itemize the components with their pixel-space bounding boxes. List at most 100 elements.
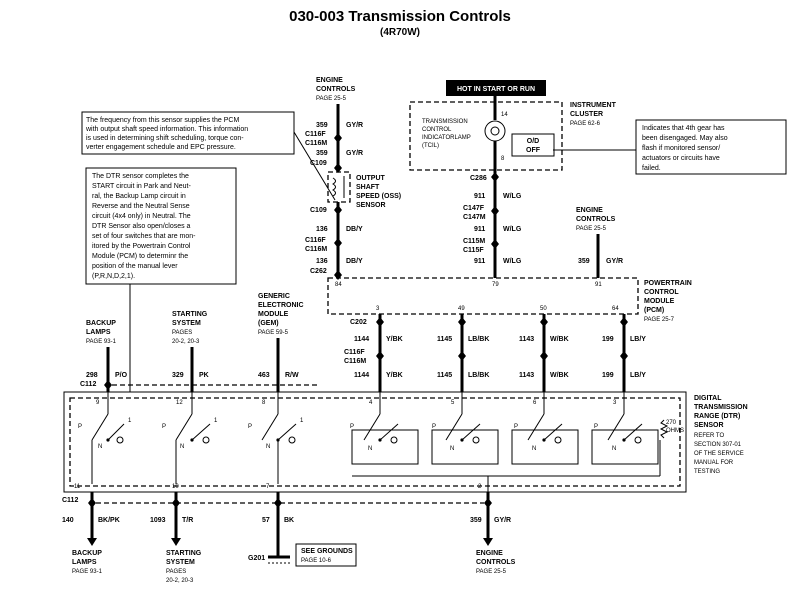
connector-label: C116M xyxy=(305,140,327,147)
engine-controls-top-page: PAGE 25-5 xyxy=(316,96,347,102)
pcm-page: PAGE 25-7 xyxy=(644,317,675,323)
dtr-note-line: position of the manual lever xyxy=(92,263,178,270)
dtr-note-line: itored by the Powertrain Control xyxy=(92,243,191,250)
connector-label: C112 xyxy=(80,381,96,388)
instrument-cluster-label: INSTRUMENT xyxy=(570,102,617,109)
dtr-note: The DTR sensor completes the START circu… xyxy=(85,167,237,392)
wire-color: W/LG xyxy=(503,258,522,265)
pcm-pin: 50 xyxy=(540,306,547,312)
oss-note: The frequency from this sensor supplies … xyxy=(81,111,336,201)
dtr-note-line: ral, the Backup Lamp circuit in xyxy=(92,193,186,200)
connector-label: C262 xyxy=(310,268,327,275)
od-note: Indicates that 4th gear has been disenga… xyxy=(553,119,787,175)
dtr-pin: 11 xyxy=(74,484,81,490)
svg-text:P: P xyxy=(594,424,598,430)
arrow-down-icon xyxy=(483,538,493,546)
wire-color: Y/BK xyxy=(386,336,403,343)
svg-text:P: P xyxy=(78,424,82,430)
wire-number: 1145 xyxy=(437,336,452,343)
dtr-pin: 5 xyxy=(451,400,455,406)
tcil-label: TRANSMISSION xyxy=(422,119,468,125)
pin-14: 14 xyxy=(501,112,508,118)
wire-number: 911 xyxy=(474,193,485,200)
gem-page: PAGE 59-5 xyxy=(258,330,289,336)
svg-text:N: N xyxy=(612,446,616,452)
pcm-pin: 84 xyxy=(335,282,342,288)
wire-color: P/O xyxy=(115,372,128,379)
od-off-text: O/D xyxy=(527,138,539,145)
oss-label: SHAFT xyxy=(356,184,380,191)
backup-lamps-bottom-label: LAMPS xyxy=(72,559,97,566)
dtr-note-line: set of four switches that are mon- xyxy=(92,233,196,240)
engine-controls-mid-page: PAGE 25-5 xyxy=(576,226,607,232)
dtr-pin: 7 xyxy=(266,484,270,490)
instrument-cluster-label: CLUSTER xyxy=(570,111,603,118)
wire-color: R/W xyxy=(285,372,299,379)
dtr-label: MANUAL FOR xyxy=(694,460,734,466)
dtr-label: OF THE SERVICE xyxy=(694,451,744,457)
connector-label: C286 xyxy=(470,175,487,182)
dtr-pin: 8 xyxy=(262,400,266,406)
oss-label: SENSOR xyxy=(356,202,386,209)
oss-note-leader xyxy=(293,131,336,201)
oss-note-line: The frequency from this sensor supplies … xyxy=(86,117,239,124)
see-grounds-page: PAGE 10-6 xyxy=(301,558,332,564)
od-note-line: been disengaged. May also xyxy=(642,135,728,142)
dtr-switch-backup: P N 1 xyxy=(78,392,132,484)
coil-icon xyxy=(332,177,336,197)
connector-label: C109 xyxy=(310,160,327,167)
od-off-display xyxy=(511,133,555,157)
wire-number: 911 xyxy=(474,226,485,233)
backup-lamps-bottom-page: PAGE 93-1 xyxy=(72,569,103,575)
wire-number: 1144 xyxy=(354,372,369,379)
pcm-module: 84 79 91 3 49 50 64 POWERTRAIN CONTROL M… xyxy=(327,277,692,323)
wire-color: W/LG xyxy=(503,226,522,233)
wire-color: BK xyxy=(284,517,294,524)
engine-controls-top-label: ENGINE xyxy=(316,77,343,84)
svg-text:P: P xyxy=(248,424,252,430)
engine-controls-mid-label: ENGINE xyxy=(576,207,603,214)
tcil-label: (TCIL) xyxy=(422,143,439,149)
wire-color: DB/Y xyxy=(346,226,363,233)
wire-color: GY/R xyxy=(606,258,623,265)
dtr-label: SECTION 307-01 xyxy=(694,442,742,448)
starting-system-top-pages: 20-2, 20-3 xyxy=(172,339,200,345)
backup-lamps-top-label: LAMPS xyxy=(86,329,111,336)
starting-system-bottom-label: STARTING xyxy=(166,550,202,557)
wire-color: LB/Y xyxy=(630,336,646,343)
dtr-pin: 6 xyxy=(533,400,537,406)
dtr-switch-d: P N xyxy=(591,392,659,465)
wire-number: 199 xyxy=(602,372,614,379)
svg-text:P: P xyxy=(514,424,518,430)
dtr-pin: 12 xyxy=(176,400,183,406)
od-note-line: Indicates that 4th gear has xyxy=(642,125,725,132)
dtr-pin: 10 xyxy=(172,484,179,490)
wire-color: BK/PK xyxy=(98,517,120,524)
wire-color: LB/Y xyxy=(630,372,646,379)
dtr-switch-gem: P N 1 xyxy=(248,392,304,484)
resistor-unit: OHMS xyxy=(666,428,684,434)
dtr-note-line: Reverse and the Neutral Sense xyxy=(92,203,190,210)
oss-sensor: OUTPUT SHAFT SPEED (OSS) SENSOR xyxy=(327,171,401,209)
dtr-pin: 9 xyxy=(96,400,100,406)
starting-system-bottom-pages-label: PAGES xyxy=(166,569,186,575)
svg-text:N: N xyxy=(532,446,536,452)
pcm-pin: 91 xyxy=(595,282,602,288)
svg-text:N: N xyxy=(450,446,454,452)
dtr-sensor: DIGITAL TRANSMISSION RANGE (DTR) SENSOR … xyxy=(63,391,748,493)
ground-label: G201 xyxy=(248,555,265,562)
engine-controls-bottom-label: CONTROLS xyxy=(476,559,516,566)
connector-label: C112 xyxy=(62,497,78,504)
wire-number: 57 xyxy=(262,517,270,524)
tcil-lamp-icon xyxy=(484,120,506,142)
connector-label: C116F xyxy=(305,131,326,138)
wire-color: GY/R xyxy=(494,517,511,524)
od-note-line: flash if monitored sensor/ xyxy=(642,145,720,152)
pin-8: 8 xyxy=(501,156,505,162)
backup-lamps-bottom-label: BACKUP xyxy=(72,550,102,557)
dtr-label: TRANSMISSION xyxy=(694,404,748,411)
dtr-label: TESTING xyxy=(694,469,720,475)
see-grounds-label: SEE GROUNDS xyxy=(301,548,353,555)
wire-number: 911 xyxy=(474,258,485,265)
